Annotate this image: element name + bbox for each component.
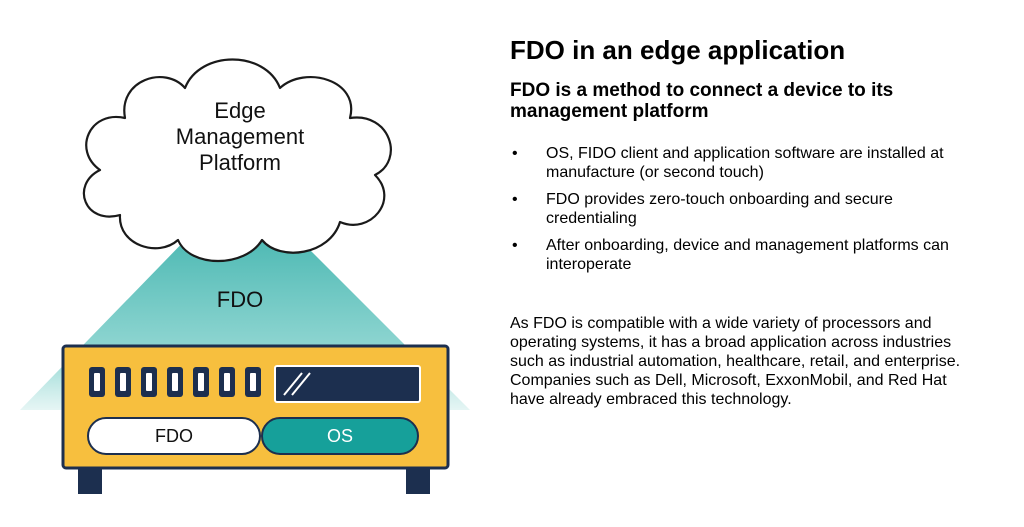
bullet-icon: • [512,191,518,208]
bullet-text: OS, FIDO client and application software… [546,145,944,181]
page-subtitle: FDO is a method to connect a device to i… [510,80,894,122]
pill-os [261,417,419,455]
bullet-text: After onboarding, device and management … [546,237,949,273]
edge-diagram: Edge Management Platform FDO FDO OS [0,0,500,522]
cloud-line-2: Management [175,124,305,149]
diagram-canvas [20,58,470,494]
beam-label: FDO [216,287,264,312]
list-item: • After onboarding, device and managemen… [510,236,986,274]
pill-fdo-label: FDO [155,426,193,446]
device-display [274,365,421,403]
body-paragraph: As FDO is compatible with a wide variety… [510,315,961,408]
bullet-icon: • [512,237,518,254]
pill-fdo [87,417,261,455]
bullet-icon: • [512,145,518,162]
cloud-line-1: Edge [214,98,266,123]
pill-os-label: OS [326,426,353,446]
list-item: • FDO provides zero-touch onboarding and… [510,190,986,228]
list-item: • OS, FIDO client and application softwa… [510,144,986,182]
cloud-label: Edge Management Platform [150,98,330,176]
device-foot-right [406,468,430,494]
device-foot-left [78,468,102,494]
bullet-text: FDO provides zero-touch onboarding and s… [546,191,893,227]
bullet-list: • OS, FIDO client and application softwa… [510,144,1010,274]
page-title: FDO in an edge application [510,35,846,65]
text-panel: FDO in an edge application FDO is a meth… [510,34,1010,409]
cloud-shape [82,58,392,262]
cloud-line-3: Platform [199,150,281,175]
